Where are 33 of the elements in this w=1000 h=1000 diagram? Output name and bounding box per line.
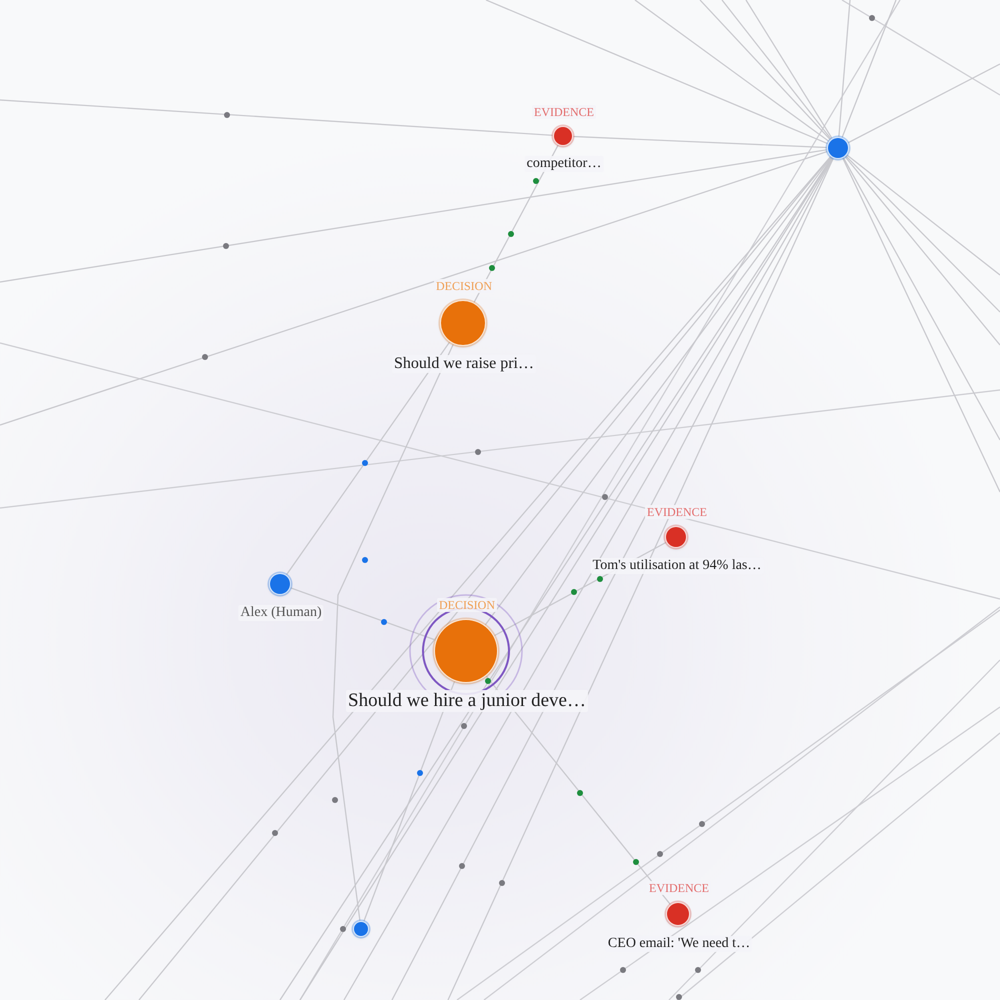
link-line [842,0,897,138]
link-line [0,149,827,283]
node-title: CEO email: 'We need t… [606,936,752,952]
link-line [484,156,832,626]
node-title: competitor… [524,156,604,172]
node-type-label: EVIDENCE [532,105,596,119]
link-line [290,587,436,641]
node-type-label: DECISION [437,598,497,612]
link-line [848,63,1000,144]
link-line [332,344,454,921]
link-line [286,342,450,575]
link-line [0,99,553,136]
link-line [634,0,830,142]
entity-node [827,137,849,159]
link-line [700,0,831,140]
entity-node [353,921,369,937]
node-type-label: DECISION [434,279,494,293]
link-line [844,156,1000,346]
link-line [363,681,456,922]
link-line [746,0,832,139]
link-line [838,0,851,137]
link-line [842,158,1000,492]
link-line [573,136,827,148]
link-line [722,0,832,140]
node-type-label: EVIDENCE [645,505,709,519]
link-line [0,151,828,426]
node-title: Should we hire a junior deve… [346,690,588,712]
link-line [486,0,828,144]
node-title: Alex (Human) [238,605,324,621]
link-line [843,158,1000,440]
node-type-label: EVIDENCE [647,881,711,895]
link-line [846,154,1000,276]
link-line [846,156,1000,312]
